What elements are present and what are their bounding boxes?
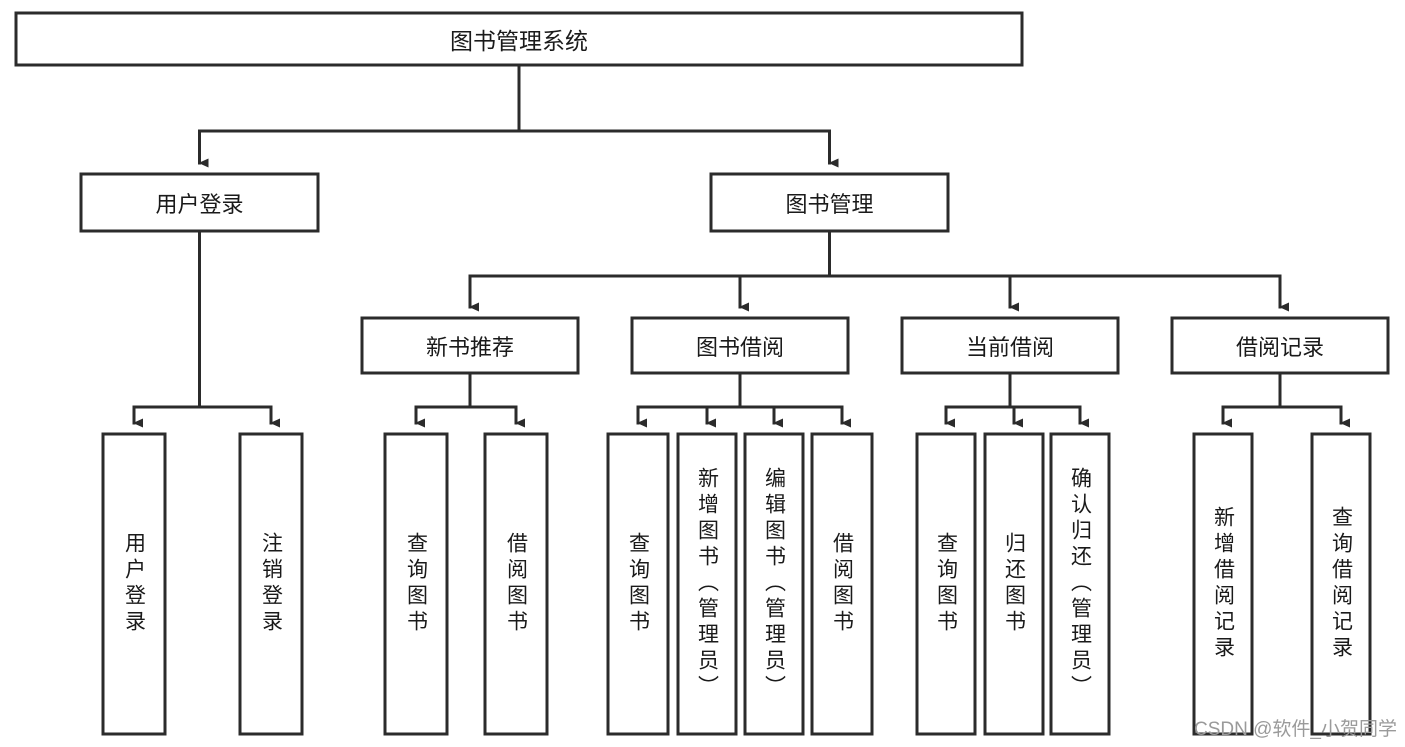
node-box-leaf-borrow-book-recommend[interactable] — [483, 432, 549, 736]
node-box-leaf-query-book-recommend[interactable] — [383, 432, 449, 736]
node-box-borrow-record[interactable] — [1170, 316, 1390, 375]
node-box-leaf-edit-book-admin[interactable] — [743, 432, 805, 736]
connectors-layer — [132, 63, 1350, 428]
node-box-leaf-user-login[interactable] — [101, 432, 167, 736]
node-box-leaf-query-borrow-record[interactable] — [1310, 432, 1372, 736]
node-box-new-book-recommend[interactable] — [360, 316, 580, 375]
node-box-book-borrow[interactable] — [630, 316, 850, 375]
node-box-current-borrow[interactable] — [900, 316, 1120, 375]
node-box-user-login[interactable] — [79, 172, 320, 233]
node-box-leaf-add-borrow-record[interactable] — [1192, 432, 1254, 736]
node-box-leaf-logout[interactable] — [238, 432, 304, 736]
node-box-book-management[interactable] — [709, 172, 950, 233]
node-box-leaf-add-book-admin[interactable] — [676, 432, 738, 736]
node-box-leaf-query-book-borrow[interactable] — [606, 432, 670, 736]
node-box-leaf-borrow-book[interactable] — [810, 432, 874, 736]
node-box-leaf-query-book-current[interactable] — [915, 432, 977, 736]
nodes-layer — [14, 11, 1390, 736]
node-box-leaf-return-book[interactable] — [983, 432, 1045, 736]
node-box-root[interactable] — [14, 11, 1024, 67]
node-box-leaf-confirm-return-admin[interactable] — [1049, 432, 1111, 736]
